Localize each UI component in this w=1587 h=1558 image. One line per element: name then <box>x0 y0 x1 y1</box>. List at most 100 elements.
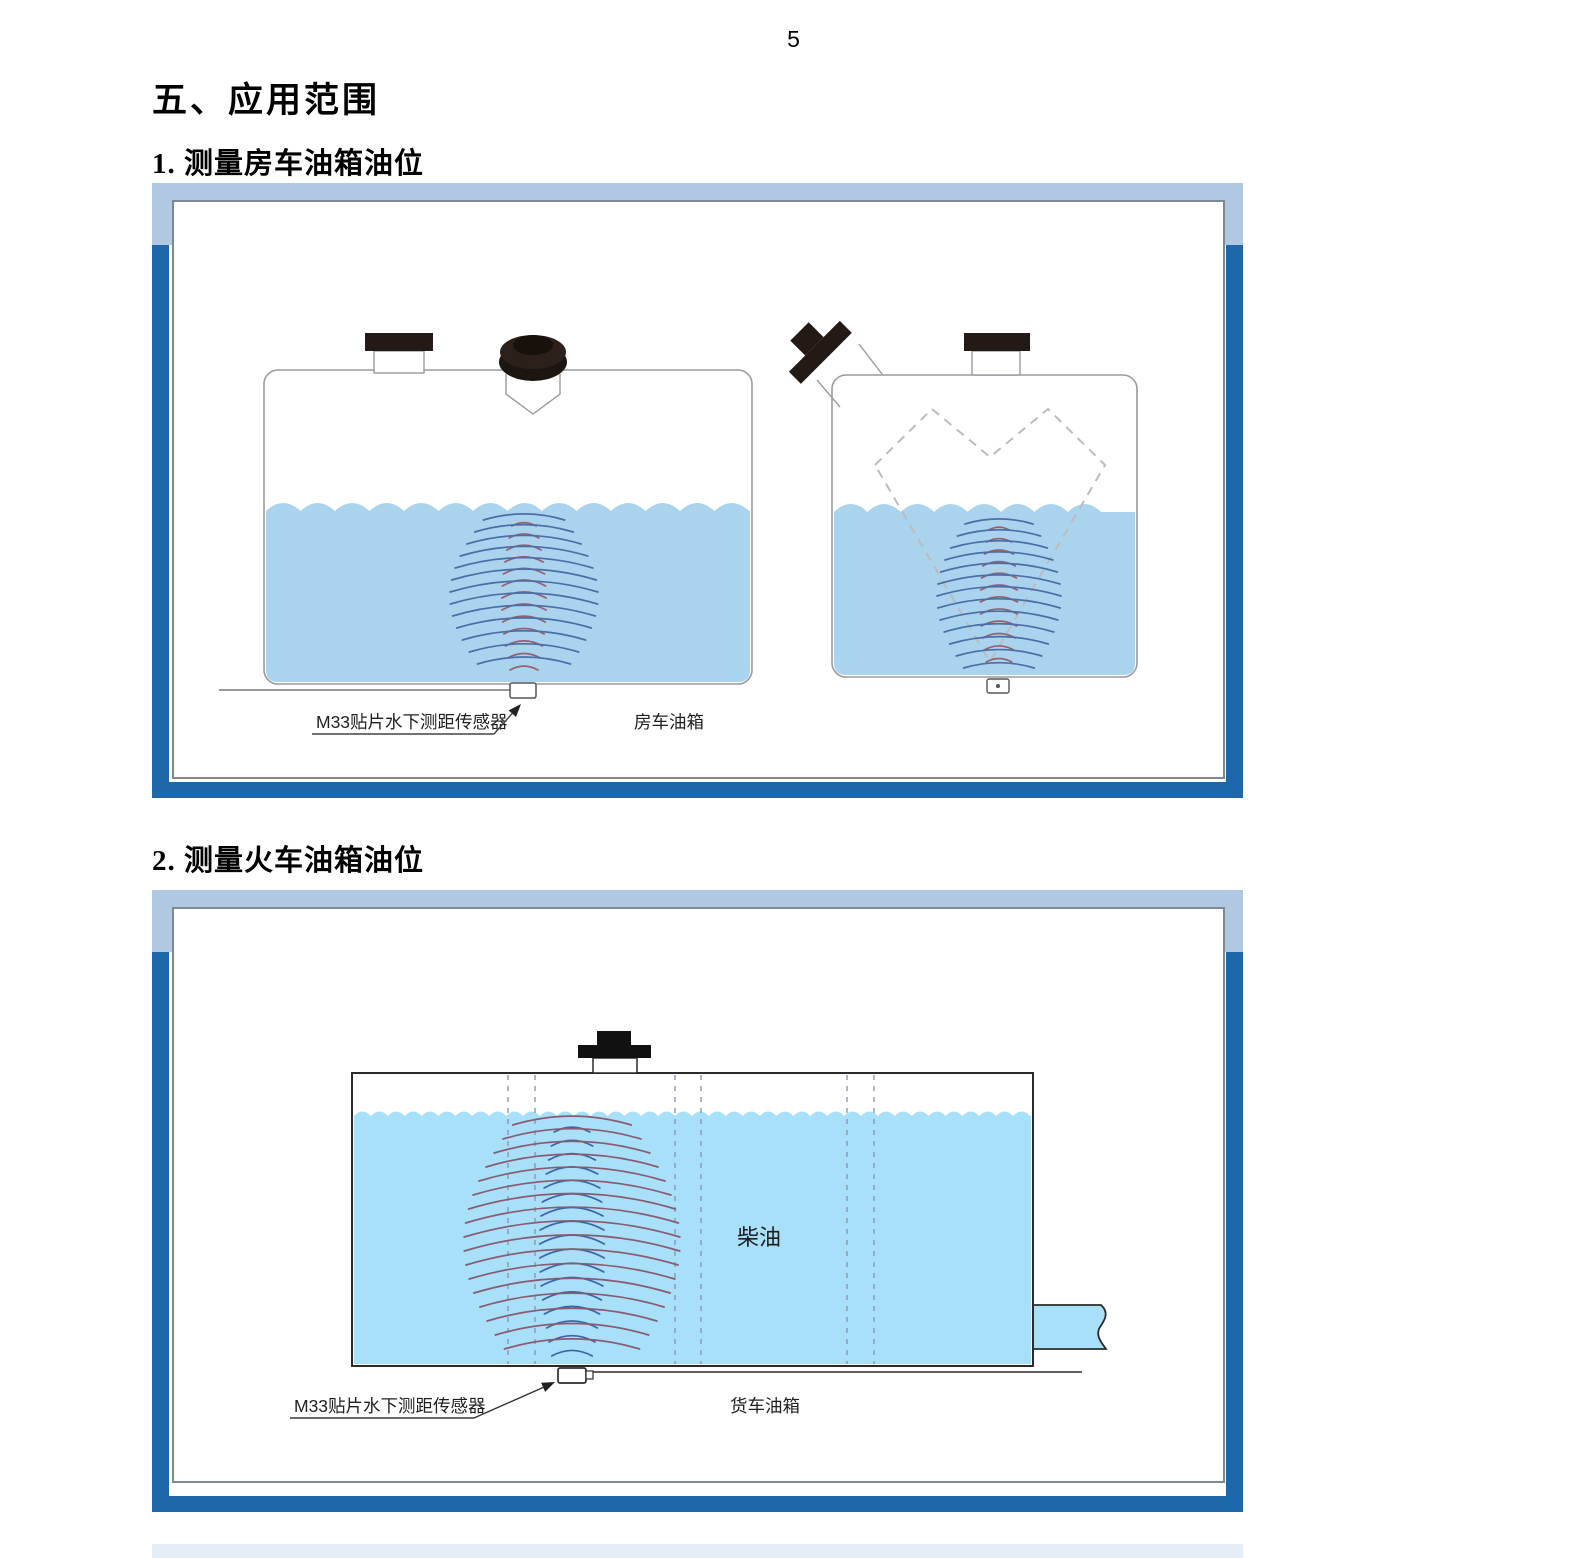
leader-arrowhead <box>541 1382 555 1392</box>
figure1-heading: 1. 测量房车油箱油位 <box>152 148 425 180</box>
beam-arc <box>451 604 597 617</box>
section-heading: 五、应用范围 <box>152 81 381 120</box>
beam-arc <box>478 1166 666 1182</box>
beam-arc <box>508 533 540 539</box>
beam-arc <box>980 572 1018 579</box>
fitting-neck <box>373 350 425 374</box>
figure2-frame-left-border <box>152 952 169 1512</box>
sensor-dot <box>996 684 1000 688</box>
beam-arc <box>956 528 1042 537</box>
beam-arc <box>468 643 580 653</box>
beam-arc <box>455 617 593 629</box>
baffle-dashed-lines <box>507 1075 875 1364</box>
beam-arc <box>485 1153 659 1168</box>
figure1-frame-left-border <box>152 245 169 798</box>
beam-arc <box>450 568 598 581</box>
fitting-cap-icon <box>578 1045 651 1058</box>
beam-arc <box>550 1139 594 1147</box>
beam-arc <box>464 1206 680 1224</box>
beam-arc <box>500 591 548 599</box>
beam-arc <box>949 539 1049 549</box>
beam-arc <box>553 1126 591 1133</box>
ultrasonic-beam <box>936 518 1062 669</box>
beam-arc <box>550 1349 594 1357</box>
beam-arc <box>467 1192 677 1210</box>
beam-arc <box>494 1322 650 1336</box>
beam-arc <box>944 551 1054 561</box>
beam-arc <box>506 652 542 659</box>
diesel-liquid <box>354 1111 1031 1364</box>
beam-arc <box>948 635 1050 645</box>
beam-arc <box>479 1292 665 1308</box>
figure1-diagram: M33贴片水下测距传感器 房车油箱 <box>219 320 1138 735</box>
tank-label: 房车油箱 <box>634 712 704 732</box>
arrow-tip <box>508 704 521 718</box>
fuel-liquid <box>834 504 1135 675</box>
figure2-frame: 柴油 M33贴片水下测距传感器 <box>152 890 1243 1512</box>
leader-arrowhead <box>508 704 521 718</box>
beam-arc <box>981 560 1017 567</box>
ultrasonic-beam <box>463 1115 681 1357</box>
beam-arc <box>979 584 1019 591</box>
rv-tank-right <box>788 320 1138 694</box>
beam-arc <box>501 615 547 623</box>
beam-arc <box>506 544 542 551</box>
liquid-label: 柴油 <box>737 1225 781 1250</box>
fitting-cap-icon <box>964 333 1030 351</box>
tilted-filler-cap-icon <box>788 320 852 384</box>
beam-arc <box>493 1140 651 1154</box>
beam-arc <box>964 518 1034 525</box>
arrow-tip <box>541 1382 555 1392</box>
filler-funnel <box>505 374 561 415</box>
figure2-frame-right-border <box>1226 952 1243 1512</box>
figure2-diagram: 柴油 M33贴片水下测距传感器 <box>290 1031 1108 1419</box>
beam-arc <box>936 585 1062 597</box>
page-number: 5 <box>787 26 800 52</box>
beam-arc <box>939 562 1059 573</box>
beam-arc <box>461 629 587 641</box>
fitting-neck <box>592 1057 638 1074</box>
beam-arc <box>449 580 599 593</box>
fuel-liquid <box>266 503 750 682</box>
beam-arc <box>503 1338 641 1350</box>
beam-arc <box>449 592 599 605</box>
beam-arc <box>502 627 546 635</box>
beam-arc <box>501 603 547 611</box>
figure2-callouts: M33贴片水下测距传感器 货车油箱 <box>290 1382 800 1419</box>
tank-outline <box>351 1072 1034 1367</box>
leader-line <box>473 1383 552 1419</box>
beam-arc <box>511 1115 633 1126</box>
beam-arc <box>454 556 594 569</box>
figure2-heading: 2. 测量火车油箱油位 <box>152 845 425 877</box>
figure1-frame-right-border <box>1226 245 1243 798</box>
beam-arc <box>545 1320 599 1329</box>
beam-arc <box>541 1291 603 1301</box>
sensor-box <box>509 682 537 699</box>
beam-arc <box>509 665 539 671</box>
tank-label: 货车油箱 <box>730 1396 800 1416</box>
sensor-label: M33贴片水下测距传感器 <box>294 1396 486 1416</box>
fuel-cap-knob <box>513 335 553 355</box>
beam-arc <box>472 1179 672 1196</box>
beam-arc <box>473 523 575 533</box>
figure1-callouts: M33贴片水下测距传感器 房车油箱 <box>312 704 704 735</box>
beam-arc <box>482 513 566 521</box>
beam-arc <box>502 1127 642 1140</box>
beam-arc <box>486 1307 658 1322</box>
tilted-cap-bar <box>788 320 852 384</box>
sensor-tab <box>585 1370 594 1380</box>
beam-arc <box>459 545 589 557</box>
truck-tank: 柴油 <box>351 1031 1108 1384</box>
beam-arc <box>468 1262 676 1280</box>
fitting-neck <box>971 350 1021 376</box>
beam-arc <box>936 597 1062 609</box>
beam-arc <box>463 1220 681 1238</box>
sensor-label: M33贴片水下测距传感器 <box>316 712 508 732</box>
beam-arc <box>985 657 1013 663</box>
beam-arc <box>983 645 1015 651</box>
rv-tank-left <box>219 333 753 699</box>
beam-arc <box>476 656 572 665</box>
sensor-box <box>557 1367 587 1384</box>
tilted-filler-line <box>858 343 883 375</box>
figure1-frame: M33贴片水下测距传感器 房车油箱 <box>152 183 1243 798</box>
